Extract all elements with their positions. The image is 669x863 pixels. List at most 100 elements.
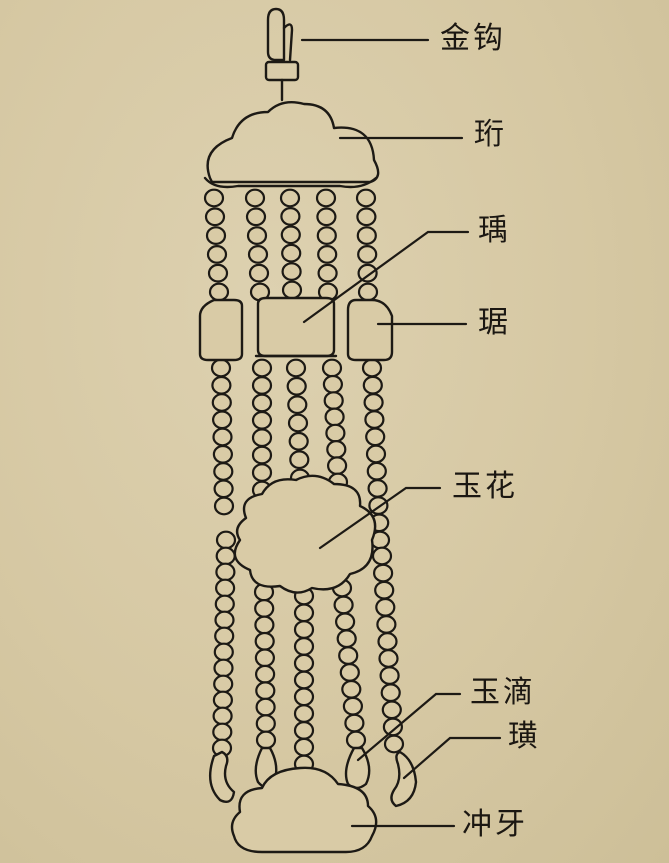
bead	[376, 615, 397, 634]
leader-huang	[402, 736, 502, 780]
bead	[251, 410, 273, 430]
bead	[289, 450, 310, 470]
huang-left	[208, 750, 236, 803]
bead	[215, 546, 236, 566]
bead	[281, 243, 302, 263]
bead	[383, 734, 405, 754]
bead	[281, 280, 303, 300]
bead	[321, 358, 343, 378]
bead	[288, 431, 309, 451]
bead	[279, 188, 301, 208]
bead	[367, 479, 388, 498]
bead	[213, 674, 234, 694]
bead	[287, 413, 309, 433]
bead	[316, 207, 337, 227]
bead	[215, 530, 237, 550]
bead	[212, 427, 233, 447]
bead	[214, 594, 235, 614]
bead	[213, 496, 235, 516]
bead	[254, 648, 275, 668]
bead	[335, 612, 356, 632]
bead	[254, 615, 275, 635]
ju-right	[346, 298, 394, 362]
bead	[246, 226, 268, 246]
bead	[361, 358, 383, 378]
bead	[357, 282, 379, 302]
bead	[326, 440, 347, 459]
leader-jade-flower	[318, 486, 442, 550]
bead	[254, 631, 275, 651]
bead	[247, 244, 269, 264]
bead	[338, 646, 359, 665]
bead	[371, 546, 393, 566]
label-gold-hook: 金钩	[440, 21, 506, 56]
bead	[293, 637, 315, 656]
bead	[285, 358, 307, 378]
bead	[317, 263, 338, 283]
bead	[315, 188, 337, 208]
bead	[364, 410, 385, 430]
bead	[316, 226, 337, 246]
bead	[281, 262, 302, 282]
bead	[212, 722, 233, 742]
bead	[287, 395, 308, 415]
bead	[333, 595, 354, 615]
leader-yu	[302, 230, 470, 324]
bead	[324, 407, 345, 427]
bead	[255, 714, 276, 733]
bead	[293, 704, 315, 723]
bead	[255, 730, 277, 750]
bead	[365, 427, 386, 447]
bead	[293, 653, 315, 673]
label-jade-drop: 玉滴	[470, 675, 536, 710]
bead	[212, 444, 233, 464]
bead	[380, 683, 401, 703]
bead	[210, 358, 232, 378]
leader-jade-drop	[356, 692, 462, 762]
label-huang: 璜	[508, 719, 541, 754]
bead	[212, 690, 233, 710]
bead	[325, 423, 346, 443]
bead	[211, 393, 232, 412]
bead	[204, 207, 226, 227]
bead	[248, 263, 270, 283]
bead	[251, 358, 273, 378]
jade-flower	[233, 474, 377, 594]
bead	[254, 599, 275, 618]
bead	[280, 225, 301, 245]
bead-strands	[203, 188, 405, 774]
bead	[207, 263, 229, 283]
bead	[293, 670, 315, 690]
bead	[336, 629, 357, 649]
bead	[377, 632, 398, 651]
bead	[251, 463, 273, 483]
ju-left	[198, 298, 244, 362]
bead	[355, 188, 377, 208]
bead	[214, 610, 235, 630]
label-heng: 珩	[474, 117, 507, 152]
bead	[251, 428, 273, 448]
bead	[245, 207, 267, 227]
bead	[251, 393, 273, 413]
heng-plate	[206, 101, 380, 184]
bead	[366, 461, 387, 481]
bead	[356, 207, 377, 227]
label-ju: 琚	[478, 305, 511, 340]
bead	[375, 597, 396, 617]
bead	[244, 188, 266, 208]
bead	[212, 410, 233, 430]
bead	[365, 444, 387, 464]
bead	[215, 578, 236, 598]
bead	[293, 721, 315, 740]
bead	[323, 391, 344, 411]
bead	[362, 375, 383, 395]
bead	[293, 603, 315, 623]
bead	[213, 479, 234, 499]
bead	[203, 188, 225, 208]
bead	[280, 206, 301, 226]
bead	[206, 244, 228, 264]
bead	[212, 706, 233, 726]
bead	[378, 649, 399, 668]
bead	[213, 642, 234, 662]
